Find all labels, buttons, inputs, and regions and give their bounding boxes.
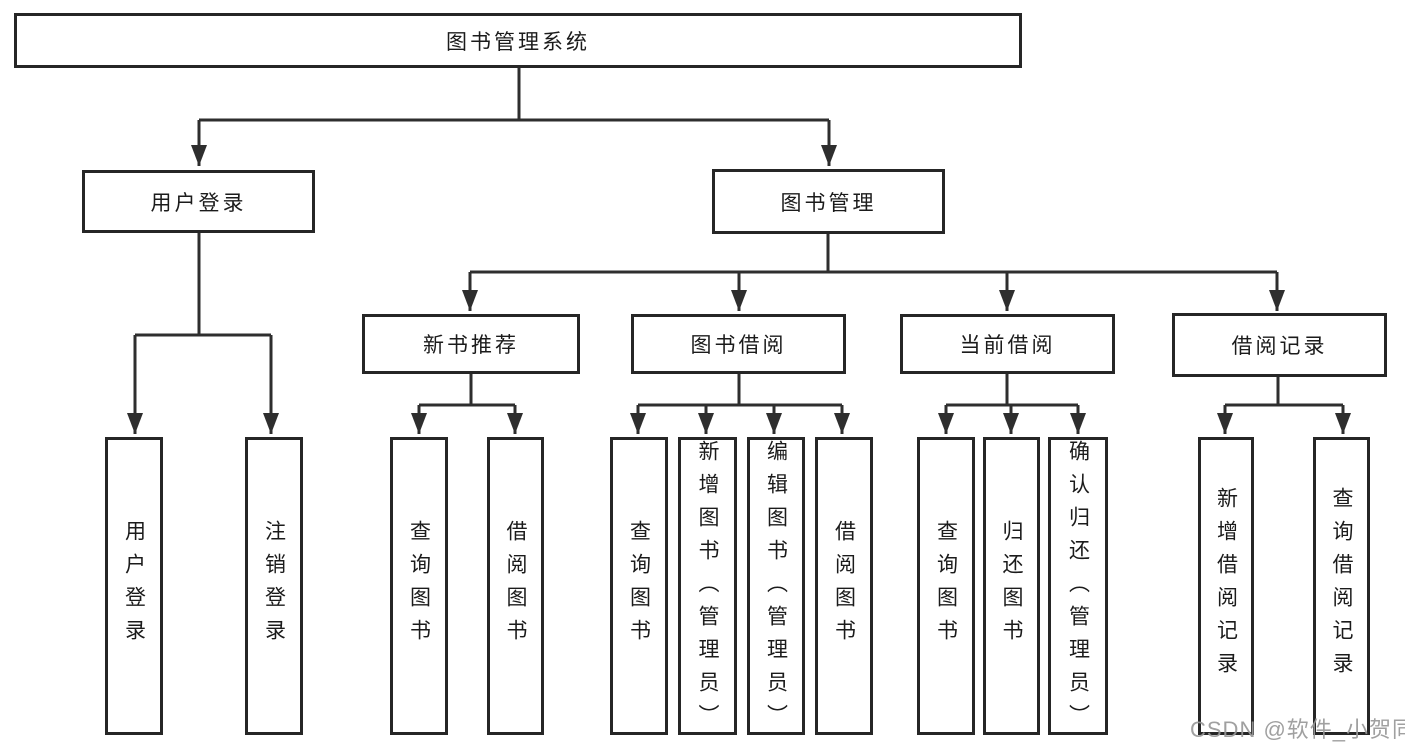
leaf-edit-book-admin: 编辑图书（管理员）	[747, 437, 805, 737]
node-label: 用户登录	[150, 191, 247, 215]
leaf-add-book-admin: 新增图书（管理员）	[678, 437, 737, 737]
leaf-label: 查询图书	[934, 520, 958, 652]
leaf-confirm-return-admin: 确认归还（管理员）	[1048, 437, 1108, 737]
leaf-query-books-current: 查询图书	[917, 437, 975, 735]
leaf-add-borrow-record: 新增借阅记录	[1198, 437, 1254, 735]
leaf-label: 查询图书	[627, 520, 651, 652]
leaf-label: 查询借阅记录	[1330, 487, 1353, 685]
leaf-label: 查询图书	[407, 520, 431, 652]
leaf-label: 借阅图书	[504, 520, 527, 652]
leaf-query-books-borrow: 查询图书	[610, 437, 668, 735]
node-label: 图书管理系统	[446, 30, 590, 54]
leaf-label: 注销登录	[262, 520, 286, 652]
leaf-return-books: 归还图书	[983, 437, 1040, 735]
node-current-borrow: 当前借阅	[900, 314, 1115, 374]
node-user-login: 用户登录	[82, 170, 315, 233]
leaf-label: 借阅图书	[832, 520, 856, 652]
node-book-borrow: 图书借阅	[631, 314, 846, 374]
leaf-logout: 注销登录	[245, 437, 303, 735]
node-label: 图书管理	[780, 191, 877, 215]
leaf-label: 新增借阅记录	[1214, 487, 1238, 685]
csdn-watermark: CSDN @软件_小贺同学	[1190, 717, 1405, 742]
leaf-label: 新增图书（管理员）	[696, 440, 719, 737]
node-label: 新书推荐	[423, 334, 519, 357]
leaf-borrow-books-borrow: 借阅图书	[815, 437, 873, 735]
node-borrow-records: 借阅记录	[1172, 313, 1387, 377]
leaf-query-books-recommend: 查询图书	[390, 437, 448, 735]
node-new-book-recommend: 新书推荐	[362, 314, 580, 374]
leaf-query-borrow-record: 查询借阅记录	[1313, 437, 1370, 735]
node-label: 借阅记录	[1231, 335, 1328, 358]
node-label: 图书借阅	[690, 334, 787, 357]
leaf-label: 编辑图书（管理员）	[764, 440, 788, 737]
node-book-management: 图书管理	[712, 169, 945, 234]
leaf-label: 确认归还（管理员）	[1066, 440, 1090, 737]
leaf-label: 用户登录	[122, 520, 146, 652]
leaf-user-login: 用户登录	[105, 437, 163, 735]
node-root: 图书管理系统	[14, 13, 1022, 68]
leaf-borrow-books-recommend: 借阅图书	[487, 437, 544, 735]
leaf-label: 归还图书	[1000, 520, 1023, 652]
node-label: 当前借阅	[959, 334, 1056, 357]
